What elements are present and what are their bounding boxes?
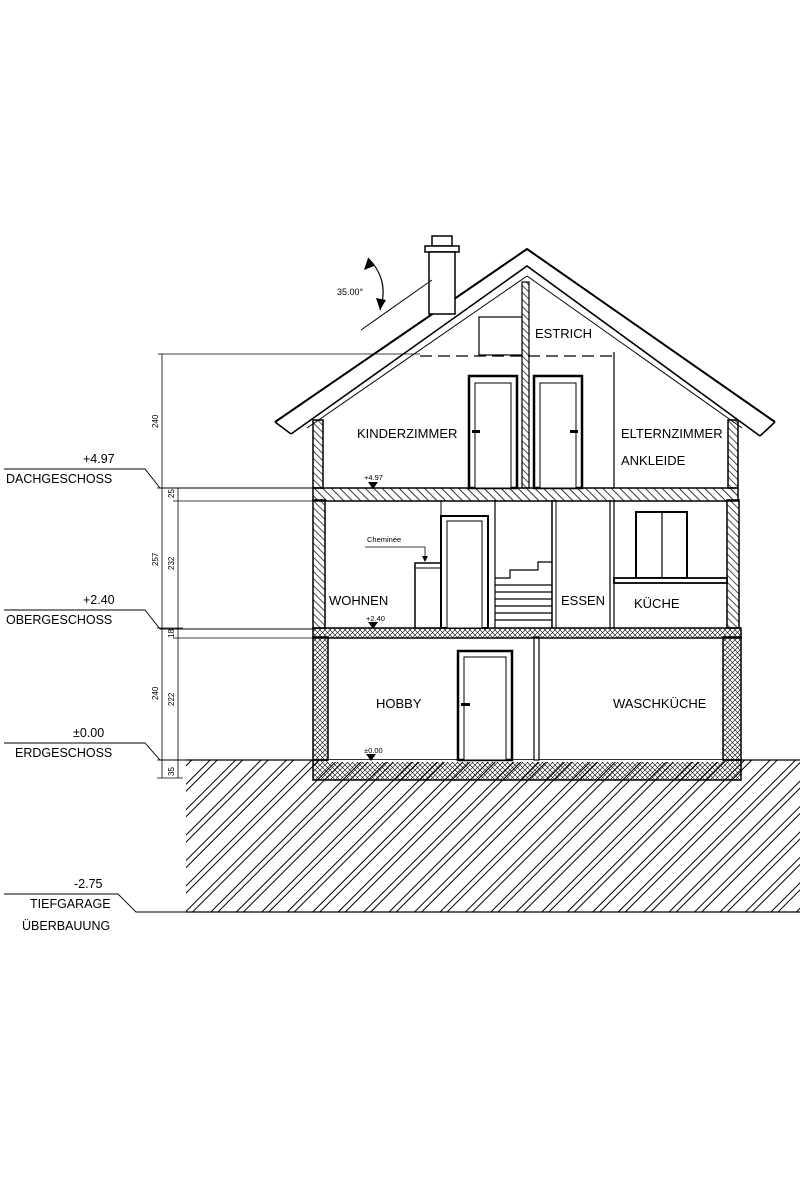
room-essen: ESSEN — [561, 593, 605, 608]
room-hobby: HOBBY — [376, 696, 422, 711]
level-label-ober: +2.40 OBERGESCHOSS — [4, 593, 313, 630]
room-waschkueche: WASCHKÜCHE — [613, 696, 707, 711]
svg-text:240: 240 — [151, 686, 160, 700]
svg-text:DACHGESCHOSS: DACHGESCHOSS — [6, 472, 112, 486]
svg-text:257: 257 — [151, 552, 160, 566]
level-marker-dach: +4.97 — [364, 473, 383, 489]
slab-obergeschoss — [312, 627, 742, 639]
level-label-erd: ±0.00 ERDGESCHOSS — [4, 726, 186, 761]
dg-wall-left — [312, 419, 324, 489]
room-ankleide: ANKLEIDE — [621, 453, 686, 468]
dimension-chain: 240 25 257 232 18 240 222 35 — [151, 353, 420, 779]
foundation-slab-inner — [328, 760, 723, 762]
eg-wall-right — [722, 636, 742, 761]
room-kinderzimmer: KINDERZIMMER — [357, 426, 457, 441]
foundation-slab — [312, 759, 742, 781]
dg-center-wall — [521, 281, 530, 489]
svg-text:+4.97: +4.97 — [83, 452, 115, 466]
staircase — [495, 500, 557, 628]
svg-text:25: 25 — [167, 489, 176, 498]
svg-text:222: 222 — [167, 692, 176, 706]
earth-fill — [186, 760, 800, 912]
dg-wall-right — [727, 419, 739, 489]
roof — [274, 247, 776, 437]
level-marker-erd: ±0.00 — [364, 746, 383, 761]
svg-text:-2.75: -2.75 — [74, 877, 103, 891]
chimney-top — [424, 245, 460, 253]
roof-inner — [290, 265, 761, 437]
chimney-shaft — [428, 251, 456, 315]
svg-text:+4.97: +4.97 — [364, 473, 383, 482]
roof-angle-annotation: 35.00° — [337, 257, 433, 331]
eg-wall-left — [312, 636, 329, 761]
svg-text:240: 240 — [151, 414, 160, 428]
svg-text:35: 35 — [167, 767, 176, 776]
slab-dachgeschoss — [312, 487, 739, 502]
room-estrich: ESTRICH — [535, 326, 592, 341]
svg-text:TIEFGARAGE: TIEFGARAGE — [30, 897, 111, 911]
room-wohnen: WOHNEN — [329, 593, 388, 608]
room-kueche: KÜCHE — [634, 596, 680, 611]
chimney — [424, 235, 460, 315]
svg-text:ERDGESCHOSS: ERDGESCHOSS — [15, 746, 112, 760]
roof-inner-right-2 — [526, 275, 743, 429]
og-wall-left — [312, 499, 326, 629]
og-door — [440, 500, 496, 629]
roof-right-eave — [759, 421, 776, 437]
roof-angle-label: 35.00° — [337, 287, 364, 297]
svg-text:±0.00: ±0.00 — [364, 746, 383, 755]
roof-left-eave — [274, 421, 292, 435]
cheminee-label: Cheminée — [367, 535, 401, 544]
estrich-box — [478, 316, 523, 356]
roof-outer — [274, 247, 776, 423]
room-elternzimmer: ELTERNZIMMER — [621, 426, 723, 441]
svg-text:±0.00: ±0.00 — [73, 726, 104, 740]
level-label-dach: +4.97 DACHGESCHOSS — [4, 452, 313, 489]
svg-text:18: 18 — [167, 629, 176, 638]
ground — [186, 759, 800, 913]
svg-text:232: 232 — [167, 556, 176, 570]
level-label-tief: -2.75 TIEFGARAGE ÜBERBAUUNG — [4, 877, 186, 933]
chimney-cap — [431, 235, 453, 247]
svg-text:ÜBERBAUUNG: ÜBERBAUUNG — [22, 919, 110, 933]
door-hobby — [456, 649, 514, 762]
svg-text:OBERGESCHOSS: OBERGESCHOSS — [6, 613, 112, 627]
svg-text:+2.40: +2.40 — [366, 614, 385, 623]
og-wall-right — [726, 499, 740, 629]
roof-inner-left-2 — [306, 275, 528, 429]
svg-text:+2.40: +2.40 — [83, 593, 115, 607]
kitchen-window — [613, 511, 728, 584]
eg-partition — [533, 636, 540, 761]
level-marker-ober: +2.40 — [366, 614, 385, 629]
door-elternzimmer — [532, 374, 584, 490]
door-kinderzimmer — [467, 374, 519, 490]
